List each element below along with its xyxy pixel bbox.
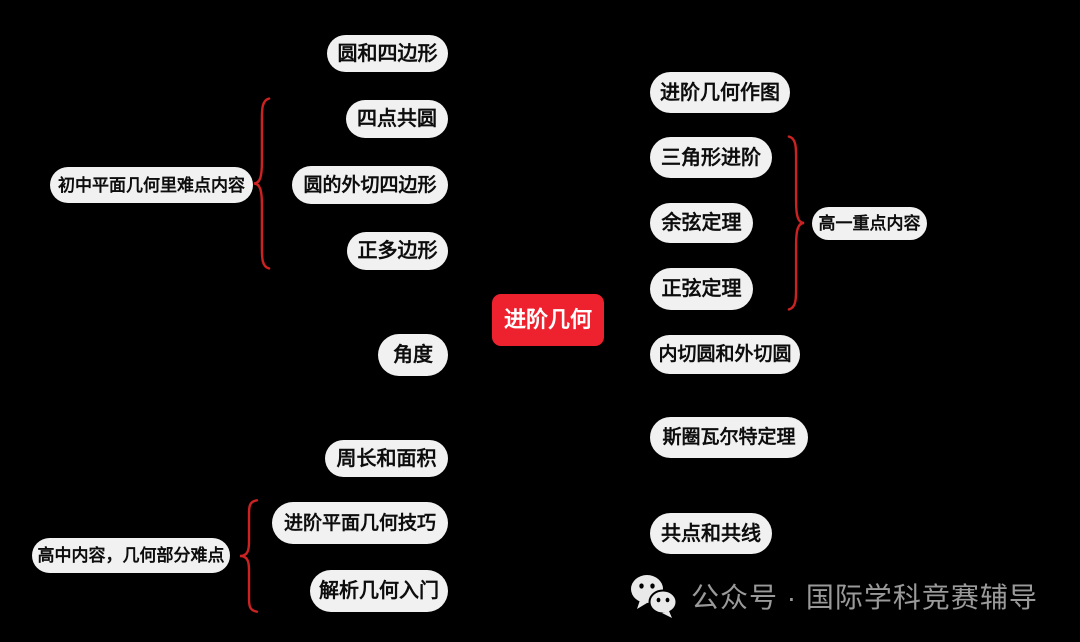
node-circle-and-quadrilateral: 圆和四边形 [327, 35, 448, 72]
group-label-senior-difficult-content: 高中内容，几何部分难点 [32, 538, 230, 573]
node-concyclic-four-points: 四点共圆 [346, 100, 448, 138]
node-law-of-sines: 正弦定理 [650, 268, 753, 310]
node-incircle-and-excircle: 内切圆和外切圆 [650, 335, 800, 374]
node-intro-analytic-geometry: 解析几何入门 [310, 570, 448, 612]
brace-senior-group [238, 498, 258, 614]
group-label-junior-difficult-content: 初中平面几何里难点内容 [50, 167, 253, 203]
node-regular-polygon: 正多边形 [347, 232, 448, 270]
node-perimeter-and-area: 周长和面积 [325, 440, 448, 477]
footer-watermark: 公众号 · 国际学科竞赛辅导 [630, 572, 1038, 620]
brace-junior-group [252, 95, 270, 272]
node-advanced-geometry-construction: 进阶几何作图 [650, 72, 790, 113]
node-advanced-plane-geometry-skills: 进阶平面几何技巧 [272, 502, 448, 544]
node-angle: 角度 [378, 334, 448, 376]
node-circumscribed-quadrilateral: 圆的外切四边形 [292, 166, 448, 204]
node-stewart-theorem: 斯圈瓦尔特定理 [650, 417, 808, 458]
node-concurrency-and-collinearity: 共点和共线 [650, 513, 772, 554]
node-triangle-advanced: 三角形进阶 [650, 137, 772, 178]
node-law-of-cosines: 余弦定理 [650, 203, 753, 243]
brace-grade10-group [788, 133, 806, 313]
wechat-icon [631, 575, 678, 618]
center-node-advanced-geometry: 进阶几何 [492, 294, 604, 346]
group-label-grade10-key-content: 高一重点内容 [812, 207, 927, 240]
footer-text: 公众号 · 国际学科竞赛辅导 [691, 582, 1038, 613]
